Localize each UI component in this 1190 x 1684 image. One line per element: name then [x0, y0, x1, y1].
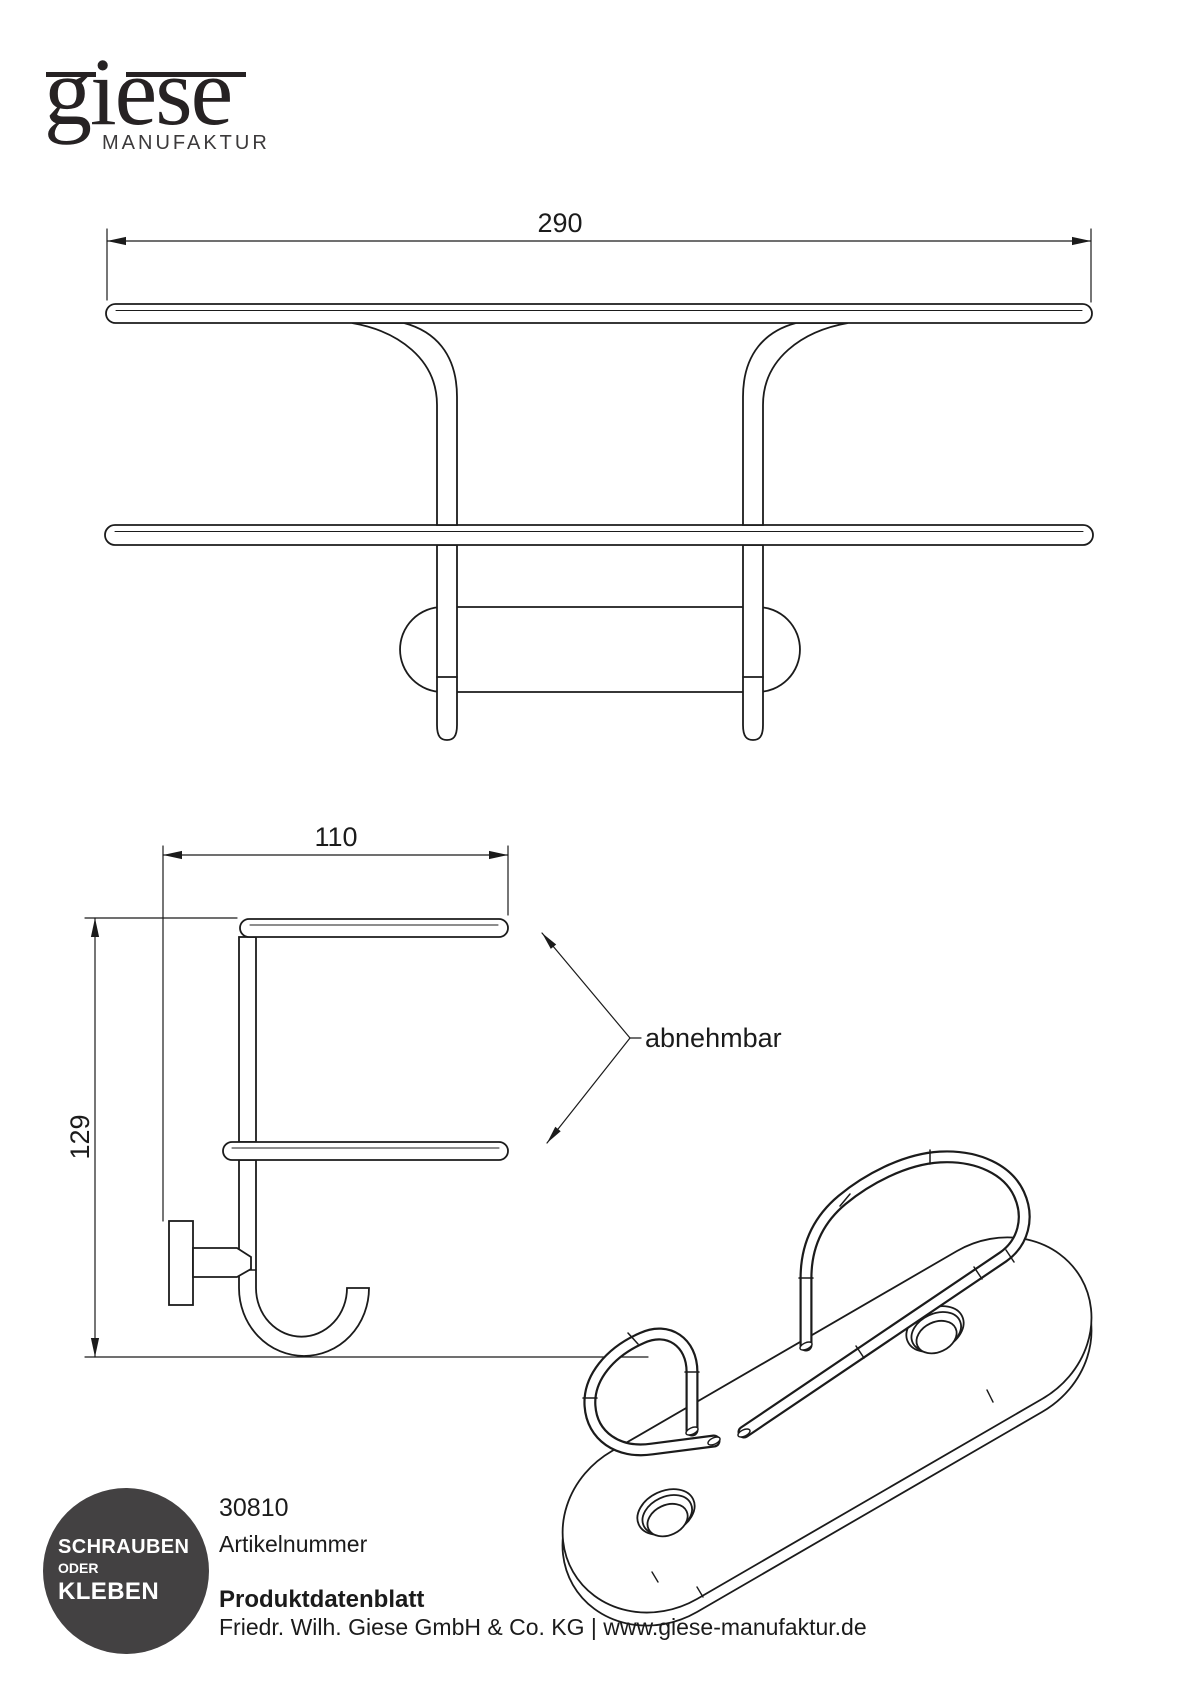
brand-name: giese	[44, 38, 233, 145]
support-tube-left-upper	[351, 322, 458, 526]
isometric-view-drawing	[561, 1149, 1093, 1627]
side-height-dimension	[84, 917, 649, 1358]
iso-rear-stirrup	[737, 1149, 1031, 1439]
logo-bar-right	[126, 72, 246, 77]
side-view-drawing: 110 129 abnehmbar	[65, 822, 782, 1358]
front-view-drawing: 290	[104, 208, 1094, 741]
iso-tube-caps	[685, 1341, 813, 1446]
top-rail-side	[239, 918, 509, 938]
company-line: Friedr. Wilh. Giese GmbH & Co. KG | www.…	[219, 1614, 867, 1640]
article-number-label: Artikelnummer	[219, 1531, 368, 1557]
top-rail-front	[105, 303, 1093, 324]
side-height-dimension-label: 129	[65, 1114, 95, 1159]
side-depth-dimension-label: 110	[314, 822, 357, 852]
badge-line2: ODER	[58, 1560, 99, 1577]
brand-logo: giese MANUFAKTUR	[44, 36, 274, 168]
iso-screw-hole-left	[636, 1488, 696, 1538]
removable-callout-label: abnehmbar	[645, 1023, 782, 1053]
mounting-arm-side	[192, 1247, 252, 1278]
lower-rail-front	[104, 524, 1094, 546]
article-number: 30810	[219, 1494, 289, 1522]
wall-plate-front	[399, 606, 801, 693]
document-title: Produktdatenblatt	[219, 1586, 425, 1613]
iso-plate-seams	[651, 1389, 994, 1598]
removable-callout	[541, 932, 642, 1144]
mounting-badge: SCHRAUBEN ODER KLEBEN	[43, 1488, 209, 1654]
support-tube-right-lower	[742, 544, 764, 741]
badge-line3: KLEBEN	[58, 1578, 160, 1606]
logo-bar-left	[46, 72, 96, 77]
support-tube-left-lower	[436, 544, 458, 741]
support-tube-right-upper	[742, 322, 849, 526]
j-hook-side	[238, 1159, 370, 1357]
wall-plate-side	[168, 1220, 194, 1306]
badge-line1: SCHRAUBEN	[58, 1535, 190, 1558]
front-width-dimension-label: 290	[537, 208, 582, 238]
brand-subtitle: MANUFAKTUR	[102, 132, 270, 154]
side-depth-dimension	[162, 845, 509, 1222]
iso-front-stirrup	[582, 1327, 721, 1457]
front-width-dimension	[106, 228, 1092, 303]
support-tube-side	[238, 936, 257, 1143]
lower-rail-side	[222, 1141, 509, 1161]
